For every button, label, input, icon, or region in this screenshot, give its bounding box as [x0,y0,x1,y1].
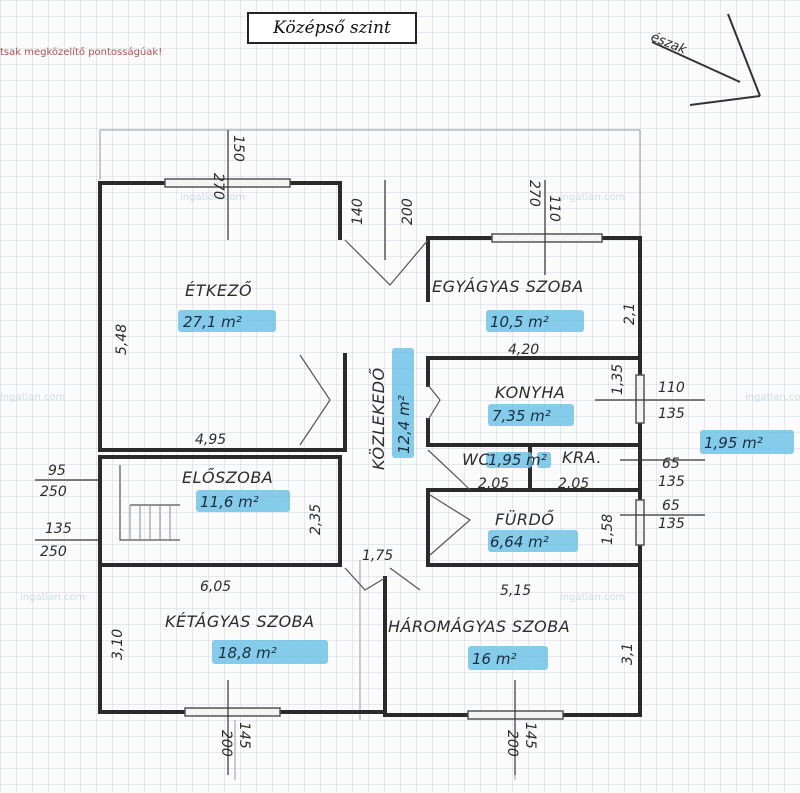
opening-eloszoba-a: 95 [48,463,66,479]
area-ketagyas: 18,8 m² [218,644,277,662]
plan-title: Középső szint [247,12,417,44]
watermark: ingatlan.com [560,192,625,203]
area-kamra: 1,95 m² [704,434,763,452]
dim-haromagyas-height: 3,1 [620,643,636,665]
room-name-konyha: KONYHA [495,383,565,402]
room-name-haromagyas: HÁROMÁGYAS SZOBA [388,617,570,636]
dim-egyagyas-height: 2,1 [622,303,638,325]
opening-egyagyas-b: 110 [546,195,562,222]
room-name-ketagyas: KÉTÁGYAS SZOBA [165,612,315,631]
area-haromagyas: 16 m² [472,650,516,668]
opening-kamra-a: 65 [662,456,680,472]
opening-furdo-a: 65 [662,498,680,514]
opening-egyagyas-a: 270 [526,180,542,207]
dim-ketagyas-height: 3,10 [110,629,126,660]
dim-egyagyas-width: 4,20 [508,342,539,358]
opening-furdo-b: 135 [658,516,685,532]
dim-etkezo-width: 4,95 [195,432,226,448]
stair-icon [129,505,171,540]
opening-eloszoba-b: 250 [40,484,67,500]
watermark: ingatlan.com [560,592,625,603]
opening-eloszoba-c: 135 [45,521,72,537]
dim-haromagyas-width: 5,15 [500,583,531,599]
area-egyagyas: 10,5 m² [490,313,549,331]
area-kozlekedo: 12,4 m² [395,395,413,454]
opening-etkezo-a: 270 [210,173,226,200]
opening-konyha-b: 135 [658,406,685,422]
accuracy-note: tsak megközelítő pontosságúak! [0,47,163,58]
room-name-eloszoba: ELŐSZOBA [182,467,273,487]
room-name-kamra: KRA. [562,448,602,467]
room-name-kozlekedo: KÖZLEKEDŐ [368,367,388,470]
opening-door-a: 140 [350,198,366,225]
dim-ketagyas-width: 6,05 [200,579,231,595]
opening-door-b: 200 [400,198,416,225]
dim-furdo-height: 1,58 [600,514,616,545]
dim-corridor-width: 1,75 [362,548,393,564]
opening-haromagyas-b: 145 [522,722,538,749]
opening-konyha-a: 110 [658,380,685,396]
room-name-egyagyas: EGYÁGYAS SZOBA [432,277,584,296]
opening-kamra-b: 135 [658,474,685,490]
area-konyha: 7,35 m² [492,407,551,425]
area-eloszoba: 11,6 m² [200,493,259,511]
opening-ketagyas-b: 145 [236,722,252,749]
room-name-furdo: FÜRDŐ [495,509,554,529]
area-wc: 1,95 m² [488,451,547,469]
door-swings [119,239,472,591]
room-name-wc: WC [462,450,490,469]
dimension-lines [35,130,705,775]
opening-eloszoba-d: 250 [40,544,67,560]
watermark: ingatlan.com [745,392,800,403]
watermark: ingatlan.com [180,192,245,203]
room-name-etkezo: ÉTKEZŐ [185,280,252,300]
dim-konyha-height: 1,35 [610,364,626,395]
opening-haromagyas-a: 200 [504,730,520,757]
north-label: észak [649,30,689,58]
dim-etkezo-height: 5,48 [114,324,130,355]
watermark: ingatlan.com [20,592,85,603]
dim-wc-width: 2,05 [478,476,509,492]
watermark: ingatlan.com [0,392,65,403]
dim-eloszoba-height: 2,35 [308,504,324,535]
opening-etkezo-b: 150 [230,135,246,162]
dim-kamra-width: 2,05 [558,476,589,492]
north-arrow-icon [651,13,761,106]
opening-ketagyas-a: 200 [218,730,234,757]
area-furdo: 6,64 m² [490,533,549,551]
area-etkezo: 27,1 m² [183,313,242,331]
